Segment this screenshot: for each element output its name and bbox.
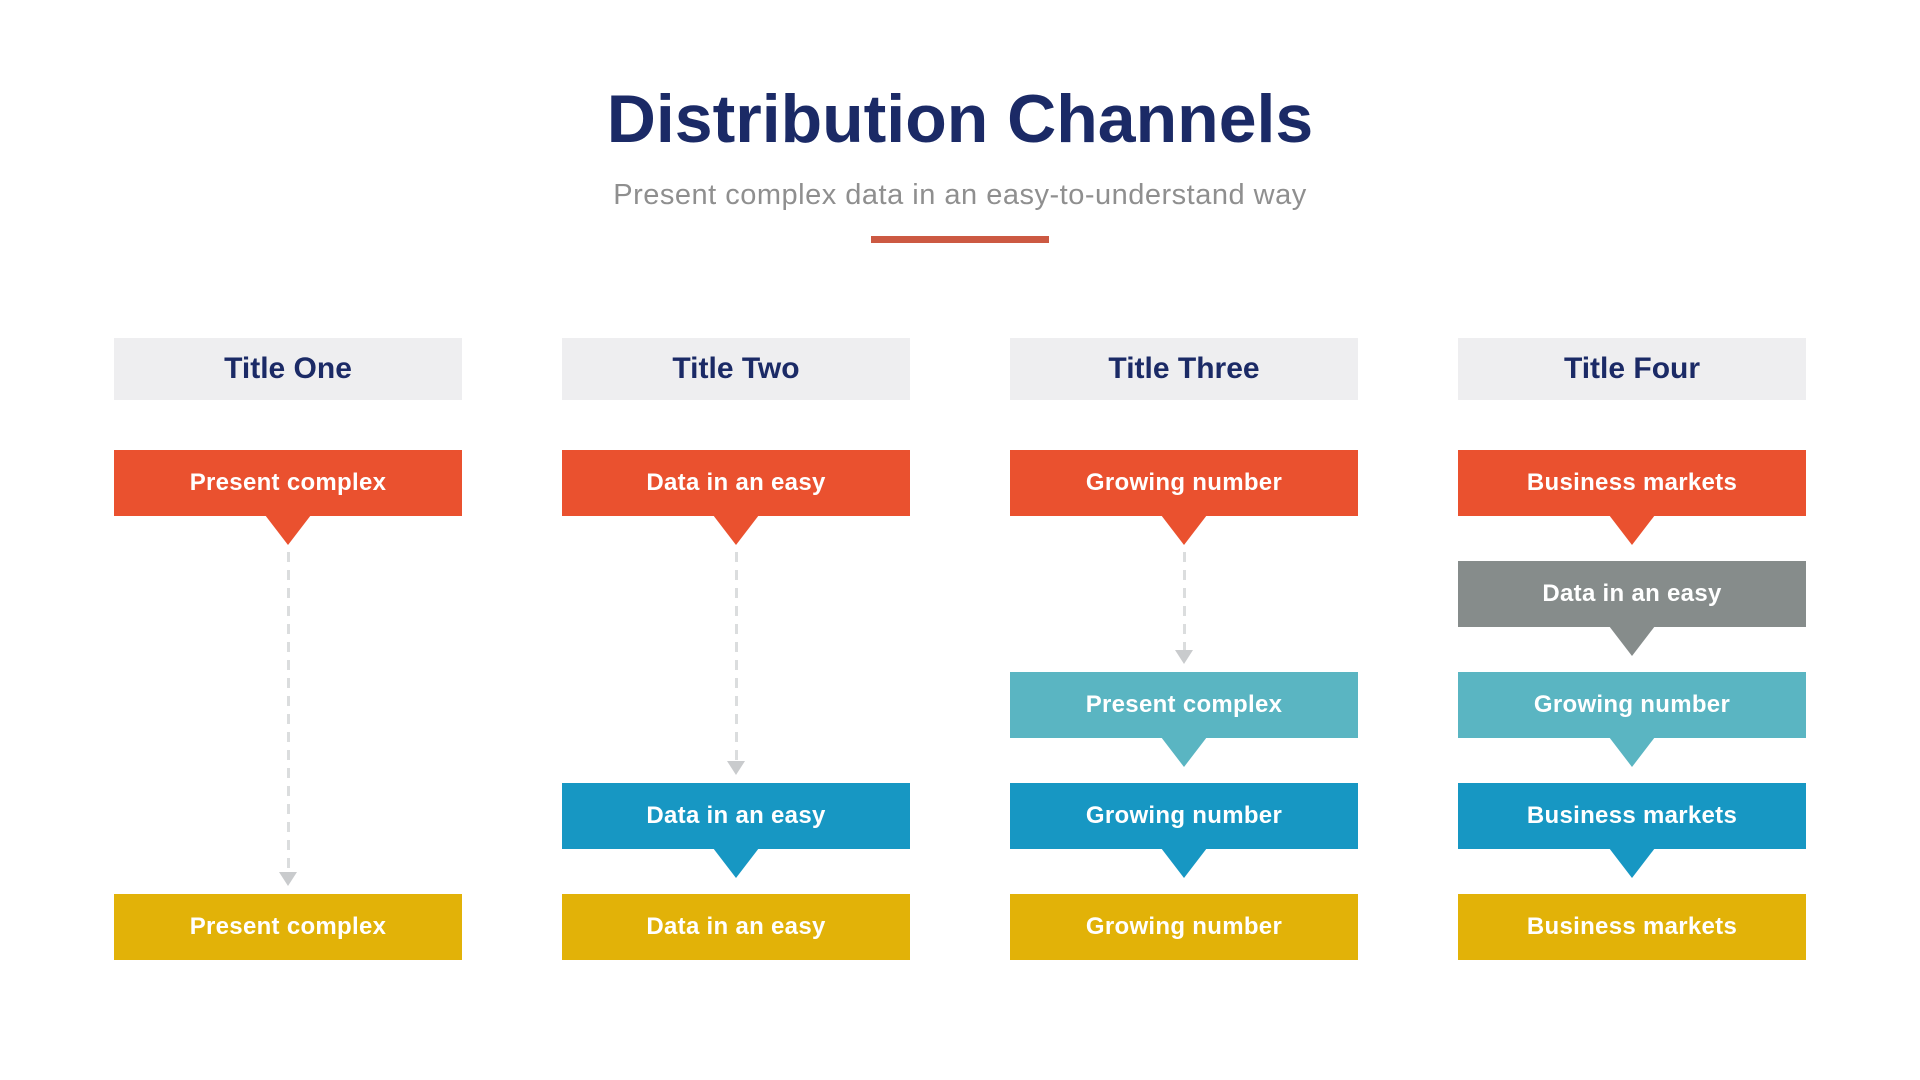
page-subtitle: Present complex data in an easy-to-under… [613, 179, 1307, 212]
column-title: Title Four [1563, 352, 1701, 385]
flow-box-label: Present complex [1085, 691, 1283, 718]
arrowhead-icon [1175, 650, 1193, 664]
column-title: Title Two [672, 352, 800, 385]
slide-header: Distribution Channels Present complex da… [0, 0, 1920, 244]
flow-box: Data in an easy [562, 783, 910, 878]
down-pointer-icon [1609, 848, 1655, 878]
flow-box: Present complex [1010, 672, 1358, 767]
flow-box: Data in an easy [562, 450, 910, 545]
flow-box: Data in an easy [562, 894, 910, 960]
flow-box: Business markets [1458, 894, 1806, 960]
flow-box: Business markets [1458, 783, 1806, 878]
down-pointer-icon [1609, 737, 1655, 767]
flow-box: Growing number [1010, 450, 1358, 545]
flow-box-label: Data in an easy [646, 802, 826, 829]
flow-box-label: Present complex [189, 913, 387, 940]
flow-box: Data in an easy [1458, 561, 1806, 656]
title-divider [871, 236, 1049, 244]
column-title: Title One [224, 352, 352, 385]
flow-box-label: Growing number [1085, 913, 1283, 940]
flow-box-label: Business markets [1526, 913, 1738, 940]
column-header: Title Two [562, 338, 910, 400]
flow-box-label: Growing number [1085, 802, 1283, 829]
dashed-arrow [1175, 552, 1193, 664]
column-header: Title One [114, 338, 462, 400]
flow-box-label: Data in an easy [646, 469, 826, 496]
down-pointer-icon [713, 848, 759, 878]
flow-box-label: Growing number [1533, 691, 1731, 718]
flow-box-label: Business markets [1526, 802, 1738, 829]
flow-box-label: Data in an easy [1542, 580, 1722, 607]
flow-box-label: Business markets [1526, 469, 1738, 496]
down-pointer-icon [1609, 626, 1655, 656]
down-pointer-icon [265, 515, 311, 545]
dashed-arrow [279, 552, 297, 886]
flow-box-label: Present complex [189, 469, 387, 496]
flow-box: Growing number [1458, 672, 1806, 767]
flow-box-label: Growing number [1085, 469, 1283, 496]
flow-box: Business markets [1458, 450, 1806, 545]
down-pointer-icon [713, 515, 759, 545]
down-pointer-icon [1161, 848, 1207, 878]
down-pointer-icon [1161, 515, 1207, 545]
dashed-line [1182, 552, 1186, 652]
down-pointer-icon [1609, 515, 1655, 545]
flow-box: Present complex [114, 450, 462, 545]
flow-box-label: Data in an easy [646, 913, 826, 940]
flow-box: Growing number [1010, 894, 1358, 960]
column-header: Title Four [1458, 338, 1806, 400]
column-title: Title Three [1108, 352, 1260, 385]
dashed-arrow [727, 552, 745, 775]
flow-box: Present complex [114, 894, 462, 960]
dashed-line [734, 552, 738, 763]
dashed-line [286, 552, 290, 874]
page-title: Distribution Channels [606, 81, 1314, 157]
column-header: Title Three [1010, 338, 1358, 400]
arrowhead-icon [727, 761, 745, 775]
down-pointer-icon [1161, 737, 1207, 767]
flow-box: Growing number [1010, 783, 1358, 878]
arrowhead-icon [279, 872, 297, 886]
